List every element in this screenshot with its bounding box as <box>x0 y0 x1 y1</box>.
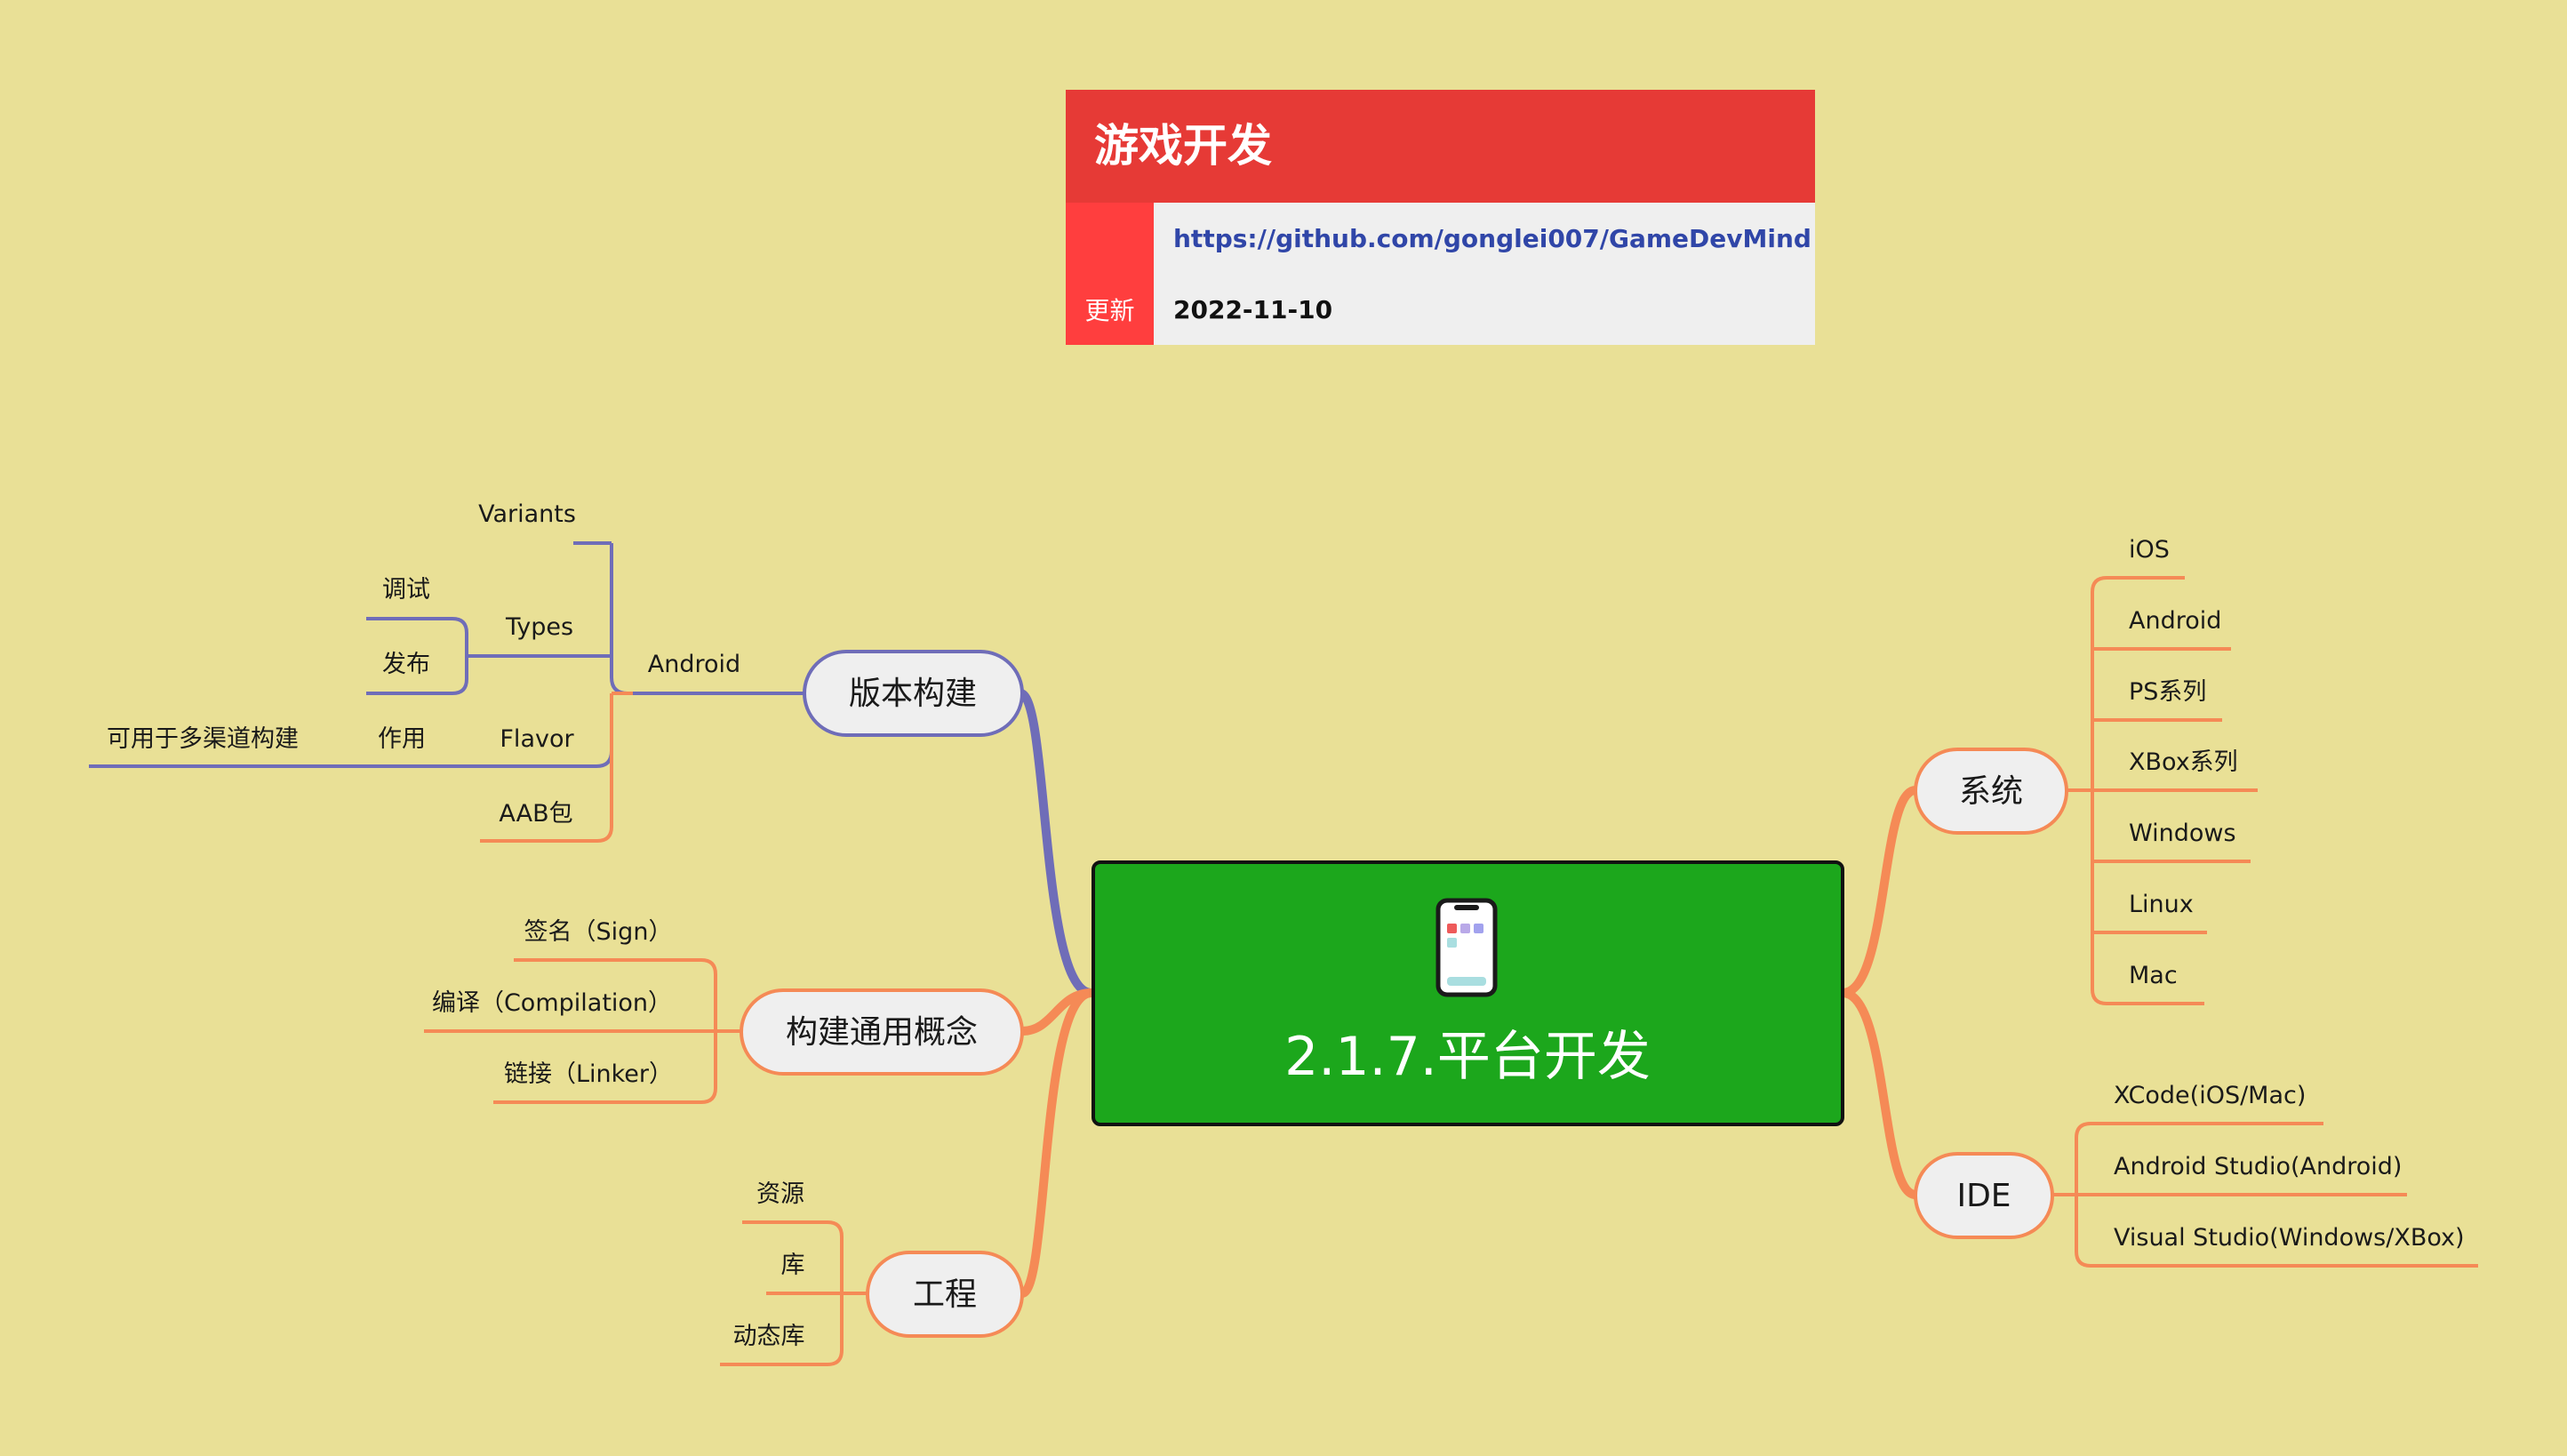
central-topic-title: 2.1.7.平台开发 <box>1284 1026 1651 1088</box>
node-debug[interactable]: 调试 <box>382 576 430 604</box>
node-sign[interactable]: 签名（Sign） <box>524 918 673 946</box>
build-concepts-lines <box>424 958 741 1104</box>
node-library[interactable]: 库 <box>781 1252 805 1279</box>
branch-connector-version-build <box>1016 689 1096 997</box>
node-variants[interactable]: Variants <box>478 500 576 528</box>
topic-ide-label: IDE <box>1956 1178 2011 1214</box>
node-windows[interactable]: Windows <box>2129 820 2236 847</box>
system-lines <box>2067 576 2258 1005</box>
ide-items: XCode(iOS/Mac) Android Studio(Android) V… <box>2114 1082 2465 1252</box>
version-build-orange-lines <box>480 692 633 843</box>
node-ios[interactable]: iOS <box>2129 536 2170 564</box>
link-row: https://github.com/gonglei007/GameDevMin… <box>1066 203 1815 274</box>
node-mac[interactable]: Mac <box>2129 962 2178 989</box>
node-linux[interactable]: Linux <box>2129 891 2194 918</box>
topic-engineering-label: 工程 <box>913 1276 977 1313</box>
node-xcode[interactable]: XCode(iOS/Mac) <box>2114 1082 2306 1109</box>
node-android-studio[interactable]: Android Studio(Android) <box>2114 1153 2402 1180</box>
smartphone-icon <box>1435 898 1498 997</box>
node-resources[interactable]: 资源 <box>756 1180 804 1208</box>
link-key <box>1066 203 1154 274</box>
main-branches <box>1016 689 1920 1298</box>
topic-ide[interactable]: IDE <box>1914 1152 2054 1239</box>
central-topic[interactable]: 2.1.7.平台开发 <box>1092 860 1844 1126</box>
node-xbox-series[interactable]: XBox系列 <box>2129 748 2238 776</box>
branch-connector-engineering <box>1018 988 1096 1298</box>
topic-system[interactable]: 系统 <box>1914 748 2068 835</box>
topic-version-build-label: 版本构建 <box>849 676 977 712</box>
node-dynamic-library[interactable]: 动态库 <box>733 1323 805 1350</box>
node-flavor[interactable]: Flavor <box>500 725 574 753</box>
topic-version-build[interactable]: 版本构建 <box>803 650 1024 737</box>
topic-build-concepts[interactable]: 构建通用概念 <box>740 988 1024 1076</box>
header-card: 游戏开发 https://github.com/gonglei007/GameD… <box>1066 90 1815 345</box>
update-key: 更新 <box>1066 274 1154 345</box>
node-android[interactable]: Android <box>648 651 740 678</box>
topic-build-concepts-label: 构建通用概念 <box>786 1014 978 1051</box>
ide-lines <box>2052 1122 2478 1268</box>
node-flavor-purpose[interactable]: 作用 <box>378 725 426 753</box>
node-release[interactable]: 发布 <box>382 651 430 678</box>
node-ps-series[interactable]: PS系列 <box>2129 678 2206 706</box>
topic-engineering[interactable]: 工程 <box>866 1251 1024 1338</box>
branch-connector-system <box>1838 786 1920 997</box>
repo-link[interactable]: https://github.com/gonglei007/GameDevMin… <box>1154 203 1815 274</box>
system-items: iOS Android PS系列 XBox系列 Windows Linux Ma… <box>2129 536 2238 989</box>
node-visual-studio[interactable]: Visual Studio(Windows/XBox) <box>2114 1224 2465 1252</box>
engineering-lines <box>720 1220 868 1366</box>
node-flavor-purpose-detail[interactable]: 可用于多渠道构建 <box>107 725 299 753</box>
node-compilation[interactable]: 编译（Compilation） <box>432 989 672 1017</box>
branch-connector-ide <box>1838 988 1920 1199</box>
node-android-os[interactable]: Android <box>2129 607 2221 635</box>
node-types[interactable]: Types <box>505 613 573 641</box>
node-linker[interactable]: 链接（Linker） <box>504 1060 673 1088</box>
header-title: 游戏开发 <box>1066 90 1815 203</box>
node-aab[interactable]: AAB包 <box>499 800 572 828</box>
topic-system-label: 系统 <box>1959 773 2023 810</box>
update-row: 更新 2022-11-10 <box>1066 274 1815 345</box>
update-date: 2022-11-10 <box>1154 274 1815 345</box>
